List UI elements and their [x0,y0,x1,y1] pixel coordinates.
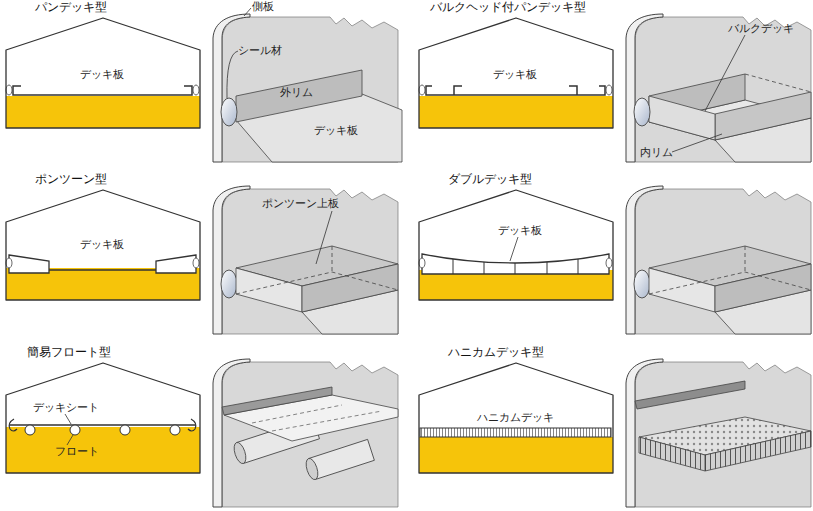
seal [193,85,199,95]
float [70,425,80,435]
hidden-edge [252,405,382,431]
type-title: バルクヘッド付パンデッキ型 [430,1,586,14]
part-label: デッキ板 [498,224,542,237]
simple-float-schematic [6,414,200,473]
type-title: ハニカムデッキ型 [448,346,544,359]
seal [221,98,237,126]
seal [6,85,12,95]
part-label: 側板 [252,0,274,13]
part-label: シール材 [238,44,282,57]
double-deck-box [634,246,811,334]
pan-deck-sketch [213,14,402,162]
honeycomb-deck [420,428,611,437]
tank-shell [419,363,613,473]
tank-node: ポンツーン型デッキ板 [5,172,201,302]
side-plate [213,359,398,507]
deck-plate [13,86,192,95]
deck-sheet [9,424,196,426]
part-label: デッキ板 [314,124,358,137]
liquid [419,96,613,128]
tank-shell [6,363,200,473]
tank-node: 簡易フロート型デッキシートフロート [5,345,201,475]
float [170,425,180,435]
part-label: フロート [55,445,99,458]
type-title: ダブルデッキ型 [448,173,532,186]
part-label: デッキ板 [80,238,124,251]
pontoon-box [221,246,398,334]
tank-outline [418,0,614,130]
outer-rim [236,70,362,122]
liquid [419,437,613,473]
bulk-deck [649,96,715,140]
seal [6,258,12,268]
inner-rim [715,92,811,140]
pontoon [9,255,49,273]
seal [606,85,612,95]
honeycomb-cells [705,431,811,471]
deck-plate [49,269,156,271]
hidden-edge [745,74,811,92]
tank-shell [419,18,613,128]
simple-float-sketch [213,359,398,507]
seal [606,258,612,268]
side-plate [626,14,811,162]
tank-outline [418,172,614,302]
liquid [6,427,200,473]
pontoon-sketch [213,186,398,334]
honeycomb-schematic [419,428,613,473]
honeycomb-cells [639,437,705,471]
side-plate [626,186,811,334]
leader-lines [227,8,745,264]
double-deck-schematic [419,237,613,300]
tank-node: ハニカムデッキ型ハニカムデッキ [418,345,614,475]
tank-node: パンデッキ型デッキ板 [5,0,201,130]
float [25,425,35,435]
part-label: ポンツーン上板 [262,197,339,210]
pan-deck-schematic [6,85,200,128]
part-label: デッキシート [33,401,99,414]
tank-outline [418,345,614,475]
tank-shell [6,18,200,128]
seal [634,98,650,126]
leader-line [510,237,518,261]
float [120,425,130,435]
part-label: 外リム [280,86,313,99]
honeycomb-sketch [626,359,811,507]
bulkhead-sketch [626,14,811,162]
side-plate [626,359,811,507]
pontoon [156,255,196,273]
tank-outline [5,0,201,130]
bulkhead-pan-deck-schematic [419,85,613,128]
part-label: デッキ板 [80,68,124,81]
tank-shell [419,190,613,300]
float-cylinder [304,439,375,481]
pontoon-schematic [6,255,200,300]
double-deck [422,254,609,274]
tank-shell [6,190,200,300]
leader-line [65,414,73,445]
bulkheads [453,259,578,274]
type-title: 簡易フロート型 [27,346,111,359]
seal [419,85,425,95]
seal [9,419,196,431]
type-title: パンデッキ型 [35,1,107,14]
seal [193,258,199,268]
part-label: 内リム [640,146,673,159]
liquid [6,96,200,128]
part-label: バルクデッキ [728,22,794,35]
tank-node: ダブルデッキ型デッキ板 [418,172,614,302]
type-title: ポンツーン型 [35,173,107,186]
seal [635,381,745,409]
tank-node: バルクヘッド付パンデッキ型デッキ板 [418,0,614,130]
seal [222,387,332,415]
deck-plate [426,86,605,95]
side-plate [213,186,398,334]
part-label: ハニカムデッキ [477,411,554,424]
part-label: デッキ板 [493,68,537,81]
double-deck-sketch [626,186,811,334]
tank-outline [5,172,201,302]
seal [419,258,425,268]
